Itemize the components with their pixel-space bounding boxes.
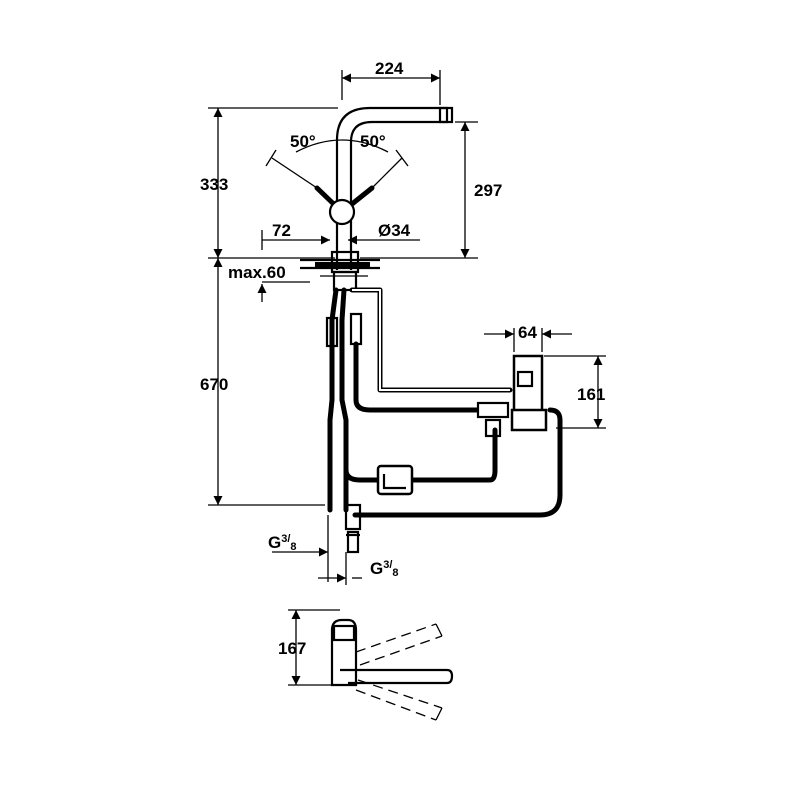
dimension-label-224: 224 bbox=[375, 59, 404, 78]
faucet-side-view bbox=[330, 618, 454, 721]
dimension-box-height: 161 bbox=[544, 355, 606, 429]
connection-right-numerator: 3 bbox=[383, 559, 389, 571]
control-box bbox=[476, 354, 548, 438]
hoses bbox=[325, 287, 563, 554]
svg-text:G3/8: G3/8 bbox=[268, 533, 297, 553]
dimension-label-swivel-left: 50° bbox=[290, 132, 316, 151]
connection-right-denominator: 8 bbox=[392, 567, 398, 579]
dimension-label-333: 333 bbox=[200, 175, 228, 194]
svg-text:G3/8: G3/8 bbox=[370, 559, 399, 579]
dimension-spout-height: 297 bbox=[360, 121, 502, 259]
dimension-deck-thickness: max.60 bbox=[228, 263, 310, 302]
dimension-label-161: 161 bbox=[577, 385, 605, 404]
dimension-swivel: 50° 50° bbox=[290, 132, 389, 153]
dimension-label-max60: max.60 bbox=[228, 263, 286, 282]
faucet-body bbox=[265, 106, 454, 292]
dimension-connection-right: G3/8 bbox=[318, 552, 399, 585]
dimension-hose-length: 670 bbox=[200, 258, 325, 506]
dimension-label-72: 72 bbox=[272, 221, 291, 240]
dimension-label-64: 64 bbox=[518, 323, 537, 342]
connection-left-denominator: 8 bbox=[290, 541, 296, 553]
dimension-lever-offset: 72 bbox=[261, 221, 330, 250]
connection-right-g: G bbox=[370, 559, 383, 578]
connection-left-g: G bbox=[268, 533, 281, 552]
dimension-hole-diameter: Ø34 bbox=[348, 221, 420, 245]
dimension-box-width: 64 bbox=[484, 323, 572, 352]
dimension-spout-reach: 224 bbox=[341, 59, 441, 105]
dimension-label-swivel-right: 50° bbox=[360, 132, 386, 151]
dimension-label-670: 670 bbox=[200, 375, 228, 394]
connection-left-numerator: 3 bbox=[281, 533, 287, 545]
dimension-total-height: 333 bbox=[200, 107, 338, 259]
dimension-connection-left: G3/8 bbox=[268, 515, 329, 582]
dimension-side-height: 167 bbox=[278, 609, 340, 686]
dimension-label-297: 297 bbox=[474, 181, 502, 200]
dimension-label-167: 167 bbox=[278, 639, 306, 658]
dimension-label-diameter: Ø34 bbox=[378, 221, 411, 240]
